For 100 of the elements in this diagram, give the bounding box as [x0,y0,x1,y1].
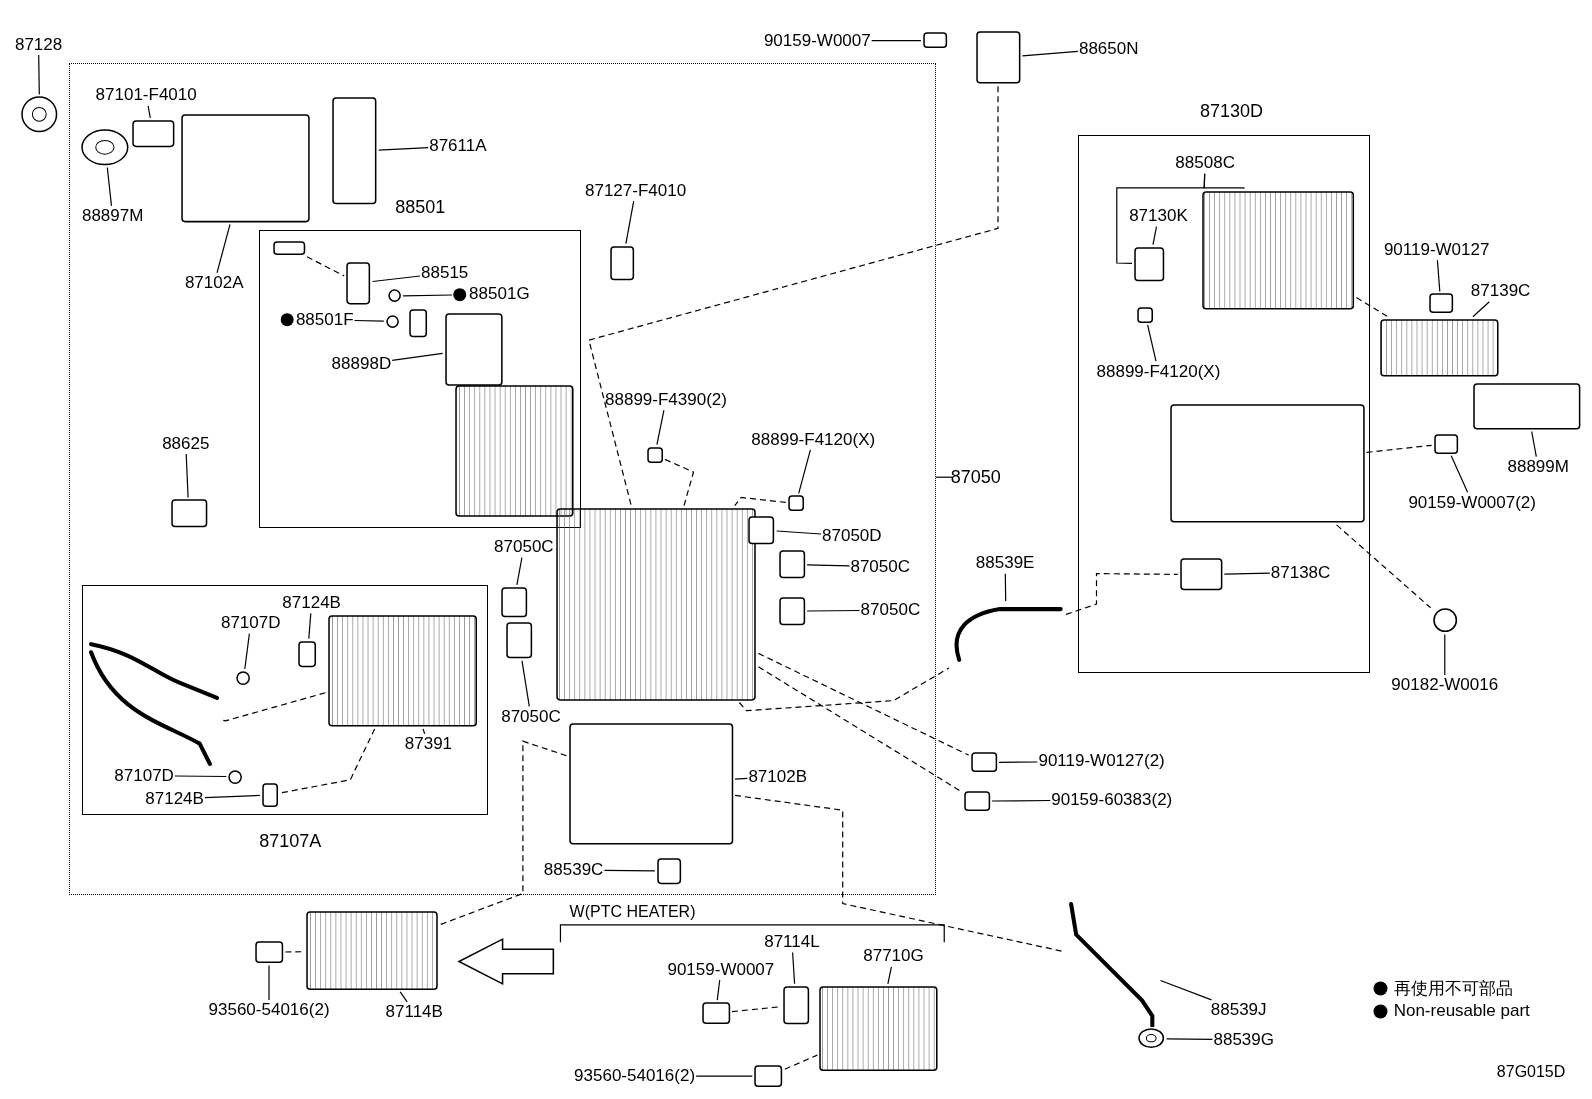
drawing-number: 87G015D [1496,1063,1566,1081]
assembly-line [1366,444,1433,453]
assembly-line [1336,524,1432,609]
legend-text: 再使用不可部品 [1393,977,1513,1000]
assembly-line [734,496,787,507]
leader-line [1004,573,1007,602]
leader-line [147,105,151,119]
leader-line [1444,633,1446,676]
part-number: 87107D [220,614,281,633]
leader-line [716,979,721,1001]
grommet-icon [1137,1027,1166,1050]
part-number: 90159-W0007 [667,960,775,979]
part-number: 87127-F4010 [585,181,687,201]
group-label: W(PTC HEATER) [569,902,696,921]
assembly-line [734,794,1064,952]
leader-line [371,275,421,283]
leader-line [402,294,453,297]
actuator-icon [777,549,807,580]
part-number: 88539C [543,860,604,880]
part-number: 88899-F4390(2) [605,390,727,410]
leader-line [734,777,748,780]
part-number: 88898D [331,355,392,374]
leader-line [1472,301,1490,318]
leader-line [516,557,523,586]
leader-line [603,869,656,872]
leader-line [1152,226,1158,246]
part-number: 87124B [145,789,204,809]
assembly-line [439,740,568,926]
assembly-line [738,667,950,712]
leader-line [1116,173,1206,264]
part-number: 88501G [469,285,530,304]
seal-pad-icon [443,311,504,387]
heater-unit-drawing [555,506,758,702]
grommet-icon [20,95,59,134]
servo-icon [974,30,1022,86]
legend-text: Non-reusable part [1393,1001,1530,1022]
leader-line [1531,430,1537,458]
clamp-icon [260,781,280,809]
part-number: 87050C [501,707,561,727]
leader-line [1159,979,1213,1001]
blower-drawing [1168,403,1366,524]
assembly-line [757,652,970,756]
part-number: 87130D [1200,101,1264,122]
part-number: 88508C [1175,154,1235,173]
leader-line [204,794,261,799]
part-number: 90119-W0127 [1383,240,1490,260]
leader-line [244,633,250,670]
o-ring-icon [235,670,252,687]
leader-line [106,166,113,207]
leader-line [991,799,1051,802]
part-number: 90159-60383(2) [1051,790,1173,810]
assembly-line [279,728,376,794]
leader-line [354,319,385,322]
part-number: 88539J [1210,1000,1267,1020]
screw-icon [1432,432,1459,455]
part-number: 90159-W0007(2) [1408,493,1536,512]
duct-drawing [567,721,735,846]
leader-line [1021,50,1079,57]
screw-icon [1427,292,1454,315]
connector-icon [655,856,683,886]
ptc-heater-drawing [304,909,439,991]
part-number: 87107D [114,766,174,785]
part-number: 93560-54016(2) [574,1066,696,1086]
part-number: 87102A [184,273,244,293]
part-number: 87130K [1129,206,1188,226]
part-number: 90159-W0007 [763,31,871,50]
bolt-icon [253,940,285,965]
part-number: 88539E [975,554,1035,573]
part-number: 88501F [295,310,354,330]
part-number: 88897M [81,206,144,226]
part-number: 87102B [748,767,807,786]
actuator-icon [777,595,807,627]
screw-icon [700,1001,731,1026]
part-number: 88899-F4120(X) [751,430,876,449]
part-number: 88515 [421,263,469,283]
leader-line [1223,572,1271,575]
part-number: 88625 [162,434,210,453]
part-number: 87050D [822,526,882,546]
leader-line [806,609,861,612]
part-number: 88501 [395,198,446,218]
leader-line [185,453,189,499]
leader-line [378,147,429,151]
duct-drawing [330,96,378,207]
actuator-icon [1133,245,1166,283]
part-number: 87139C [1470,282,1531,301]
part-number: 93560-54016(2) [208,1000,330,1020]
actuator-icon [504,621,533,660]
screw-icon [1136,305,1155,324]
leader-line [308,612,312,640]
screw-icon [969,751,999,774]
screw-icon [753,1064,784,1089]
part-number: 87050C [850,557,910,576]
part-number: 87128 [14,35,63,54]
resistor-icon [1178,557,1224,592]
part-number: 87138C [1270,563,1331,582]
actuator-icon [499,585,528,619]
ptc-heater-drawing [818,984,940,1073]
clamp-icon [297,639,318,668]
leader-line [1436,259,1441,292]
assembly-line [222,692,327,722]
